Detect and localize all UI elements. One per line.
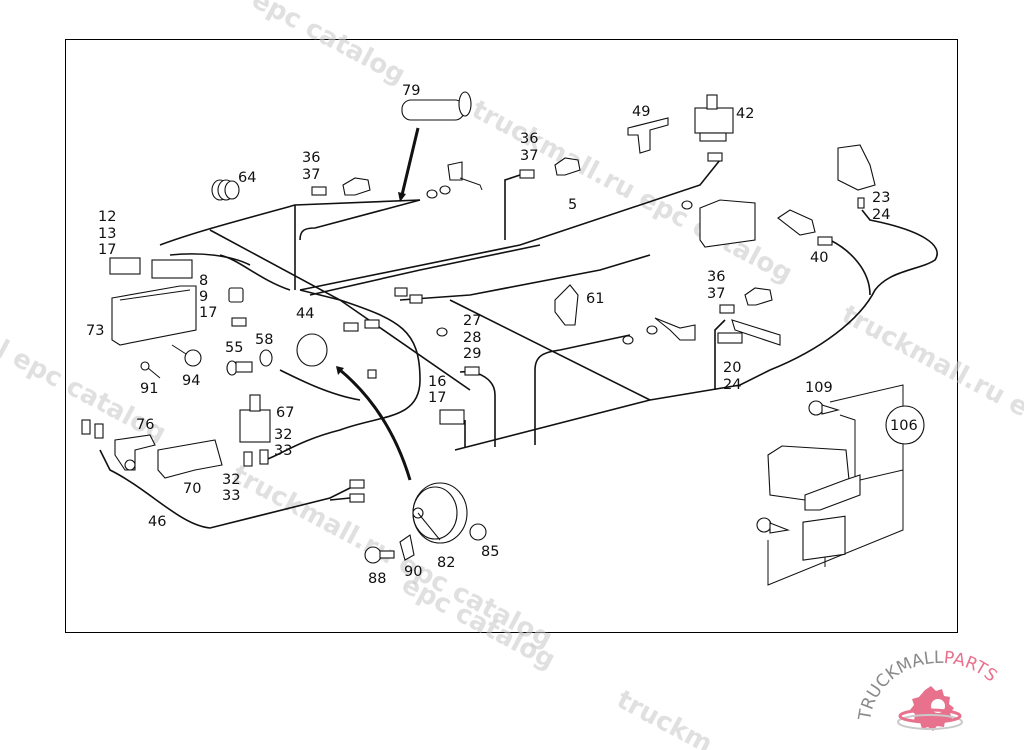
part-44-cap[interactable] [296,333,328,367]
callout-28[interactable]: 28 [463,330,481,346]
callout-16[interactable]: 16 [428,374,446,390]
callout-33[interactable]: 33 [222,488,240,504]
callout-33[interactable]: 33 [274,443,292,459]
part-49-clip[interactable] [627,117,669,154]
callout-20[interactable]: 20 [723,360,741,376]
callout-32[interactable]: 32 [222,472,240,488]
callout-73[interactable]: 73 [86,323,104,339]
diagram-frame [65,39,958,633]
callout-94[interactable]: 94 [182,373,200,389]
logo-text-parts: PARTS [943,648,1001,686]
callout-55[interactable]: 55 [225,340,243,356]
part-106-kit[interactable] [756,384,925,586]
callout-labels: 79 64 36 37 36 37 49 42 5 23 24 40 12 13… [86,83,918,587]
callout-85[interactable]: 85 [481,544,499,560]
callout-8[interactable]: 8 [199,273,208,289]
part-85-nut[interactable] [469,523,487,541]
callout-17[interactable]: 17 [98,242,116,258]
part-connector[interactable] [81,152,833,503]
callout-70[interactable]: 70 [183,481,201,497]
part-70-cover[interactable] [157,439,223,479]
callout-82[interactable]: 82 [437,555,455,571]
part-key[interactable] [654,317,696,341]
callout-23[interactable]: 23 [872,190,890,206]
callout-27[interactable]: 27 [463,313,481,329]
part-64-grommet[interactable] [211,179,240,201]
part-91-pin[interactable] [140,361,161,379]
watermark: truckm [612,685,718,750]
callout-36[interactable]: 36 [707,269,725,285]
callout-64[interactable]: 64 [238,170,256,186]
callout-5[interactable]: 5 [568,197,577,213]
callout-46[interactable]: 46 [148,514,166,530]
part-control-unit[interactable] [681,199,756,248]
part-relay-small[interactable] [228,287,244,303]
callout-29[interactable]: 29 [463,346,481,362]
callout-44[interactable]: 44 [296,306,314,322]
callout-13[interactable]: 13 [98,226,116,242]
callout-36[interactable]: 36 [520,131,538,147]
part-79-grip[interactable] [401,91,472,121]
callout-40[interactable]: 40 [810,250,828,266]
callout-90[interactable]: 90 [404,564,422,580]
callout-106[interactable]: 106 [890,418,918,434]
part-12-13-17-module[interactable] [109,257,193,279]
callout-88[interactable]: 88 [368,571,386,587]
part-94-screw[interactable] [171,344,202,367]
arrows [336,127,420,481]
callout-9[interactable]: 9 [199,289,208,305]
part-36-37-switch[interactable] [342,157,773,306]
callout-67[interactable]: 67 [276,405,294,421]
callout-37[interactable]: 37 [707,286,725,302]
part-82-horn[interactable] [412,482,468,544]
callout-36[interactable]: 36 [302,150,320,166]
part-ignition-lock[interactable] [426,161,483,199]
callout-61[interactable]: 61 [586,291,604,307]
callout-91[interactable]: 91 [140,381,158,397]
callout-58[interactable]: 58 [255,332,273,348]
watermark: truckmall.ru e [837,300,1024,424]
callout-76[interactable]: 76 [136,417,154,433]
part-relay-23-24[interactable] [837,144,876,209]
callout-24[interactable]: 24 [723,377,741,393]
callout-17[interactable]: 17 [428,390,446,406]
truckmall-parts-logo[interactable]: TRUCKMALLPARTS [855,648,1010,731]
part-20-24-switch[interactable] [717,319,781,346]
part-42-switch[interactable] [694,94,734,142]
callout-12[interactable]: 12 [98,209,116,225]
part-76-bracket[interactable] [114,434,156,471]
part-88-bolt[interactable] [364,546,395,564]
part-61-clip[interactable] [554,284,579,326]
callout-49[interactable]: 49 [632,104,650,120]
part-67-switch[interactable] [239,394,271,443]
part-55-screw[interactable] [226,360,253,376]
callout-17[interactable]: 17 [199,305,217,321]
callout-37[interactable]: 37 [302,167,320,183]
part-40-bracket[interactable] [777,209,816,236]
callout-37[interactable]: 37 [520,148,538,164]
wiring-harness [99,159,938,529]
part-connector-round[interactable] [367,325,658,379]
part-73-control-module[interactable] [111,285,197,346]
callout-32[interactable]: 32 [274,427,292,443]
watermark: epc catalog [247,0,410,91]
part-58-washer[interactable] [259,349,273,367]
callout-109[interactable]: 109 [805,380,833,396]
callout-42[interactable]: 42 [736,106,754,122]
part-90-clip[interactable] [399,534,415,561]
callout-24[interactable]: 24 [872,207,890,223]
callout-79[interactable]: 79 [402,83,420,99]
